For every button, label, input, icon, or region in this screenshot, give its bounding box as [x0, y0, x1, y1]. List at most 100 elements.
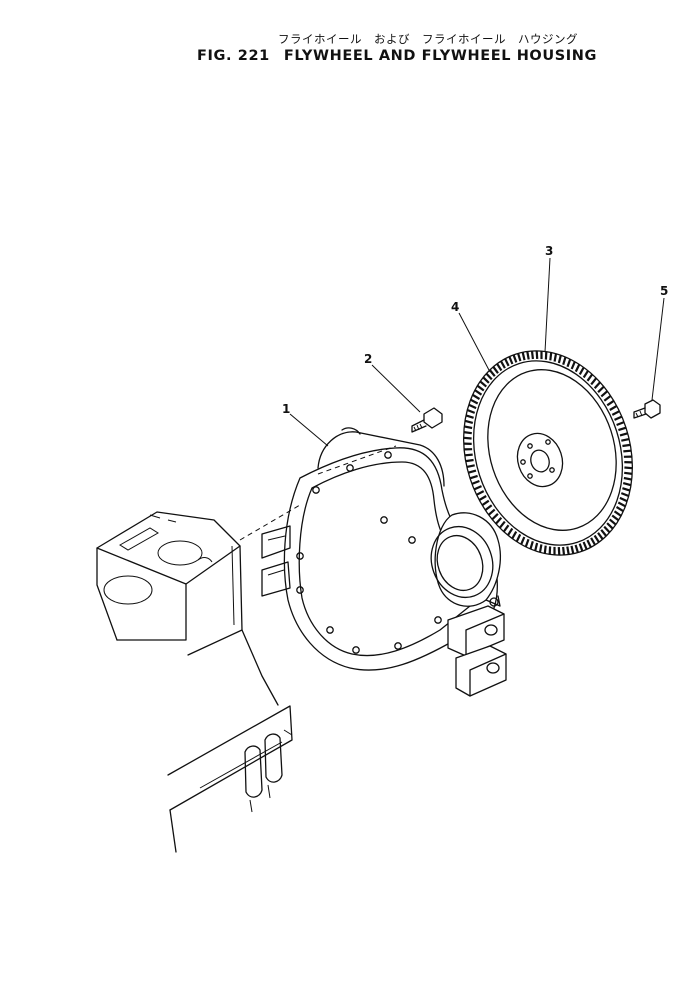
gear-tooth: [463, 431, 472, 435]
gear-tooth: [485, 372, 493, 381]
gear-tooth: [474, 389, 483, 396]
gear-tooth: [557, 547, 561, 556]
housing-bolt: [411, 407, 443, 433]
gear-tooth: [611, 514, 620, 522]
gear-tooth: [498, 520, 506, 529]
gear-tooth: [472, 393, 481, 400]
gear-tooth: [500, 360, 506, 369]
gear-tooth: [603, 395, 612, 402]
gear-tooth: [512, 354, 518, 363]
gear-tooth: [468, 403, 477, 410]
gear-tooth: [464, 419, 474, 424]
gear-tooth: [526, 351, 530, 360]
callout-1: 1: [282, 402, 290, 416]
callout-5: 5: [660, 284, 668, 298]
gear-tooth: [553, 353, 558, 362]
callout-2: 2: [364, 352, 372, 366]
gear-tooth: [616, 421, 625, 427]
gear-tooth: [574, 544, 579, 553]
gear-tooth: [465, 414, 474, 419]
gear-tooth: [491, 513, 499, 521]
gear-tooth: [543, 545, 547, 554]
gear-tooth: [535, 350, 539, 359]
gear-tooth: [614, 415, 623, 421]
gear-tooth: [590, 377, 598, 386]
gear-tooth: [476, 384, 485, 392]
gear-tooth: [597, 385, 605, 393]
gear-tooth: [534, 542, 539, 552]
gear-tooth: [570, 545, 575, 554]
callout-3: 3: [545, 244, 553, 258]
gear-tooth: [606, 399, 615, 407]
gear-tooth: [615, 506, 624, 513]
gear-tooth: [517, 353, 522, 362]
gear-tooth: [520, 536, 526, 545]
gear-tooth: [622, 487, 631, 492]
gear-tooth: [578, 543, 584, 552]
gear-tooth: [504, 358, 510, 367]
callout-4: 4: [451, 300, 459, 314]
gear-tooth: [473, 485, 482, 491]
flywheel-housing: [239, 427, 507, 697]
gear-tooth: [502, 524, 510, 533]
flywheel-bolt: [633, 399, 661, 419]
gear-tooth: [618, 426, 627, 432]
gear-tooth: [476, 490, 485, 496]
gear-tooth: [482, 376, 490, 384]
gear-tooth: [495, 517, 503, 525]
gear-tooth: [570, 361, 576, 370]
gear-tooth: [574, 363, 581, 373]
gear-tooth: [600, 529, 608, 537]
gear-tooth: [582, 541, 588, 550]
gear-tooth: [608, 518, 617, 526]
leader-lines: [289, 257, 665, 447]
gear-tooth: [617, 501, 626, 508]
gear-tooth: [466, 464, 475, 468]
gear-tooth: [538, 544, 543, 553]
gear-tooth: [590, 537, 596, 546]
gear-tooth: [479, 380, 488, 388]
gear-tooth: [496, 363, 503, 372]
gear-tooth: [549, 352, 553, 361]
gear-tooth: [622, 443, 631, 448]
gear-tooth: [511, 531, 518, 540]
figure-title: FIG. 221 FLYWHEEL AND FLYWHEEL HOUSING: [197, 48, 611, 64]
gear-tooth: [468, 469, 477, 474]
gear-tooth: [484, 504, 493, 511]
gear-tooth: [593, 381, 601, 389]
gear-tooth: [562, 546, 566, 556]
gear-tooth: [470, 398, 479, 405]
gear-tooth: [624, 466, 633, 470]
gear-tooth: [578, 366, 585, 375]
gear-tooth: [621, 438, 630, 442]
gear-tooth: [619, 432, 628, 437]
gear-tooth: [465, 458, 474, 463]
gear-tooth: [593, 534, 600, 543]
gear-tooth: [606, 522, 614, 530]
gear-tooth: [530, 350, 534, 360]
gear-tooth: [582, 370, 589, 379]
figure-number: FIG. 221: [197, 48, 270, 64]
flywheel: [463, 350, 633, 556]
gear-tooth: [464, 425, 473, 430]
gear-tooth: [521, 352, 526, 361]
gear-tooth: [600, 390, 609, 398]
gear-tooth: [623, 449, 632, 453]
gear-tooth: [620, 492, 630, 498]
gear-tooth: [463, 436, 472, 440]
gear-tooth: [481, 499, 490, 507]
figure-caption: FLYWHEEL AND FLYWHEEL HOUSING: [283, 48, 598, 64]
gear-tooth: [613, 510, 622, 517]
gear-tooth: [471, 479, 480, 485]
gear-tooth: [566, 358, 572, 368]
gear-tooth: [524, 538, 530, 548]
gear-tooth: [478, 495, 487, 502]
gear-tooth: [492, 366, 499, 374]
engine-block: [96, 511, 293, 853]
gear-tooth: [609, 404, 618, 411]
gear-tooth: [507, 527, 514, 536]
gear-tooth: [586, 539, 592, 548]
gear-tooth: [611, 410, 620, 416]
gear-tooth: [597, 532, 604, 540]
